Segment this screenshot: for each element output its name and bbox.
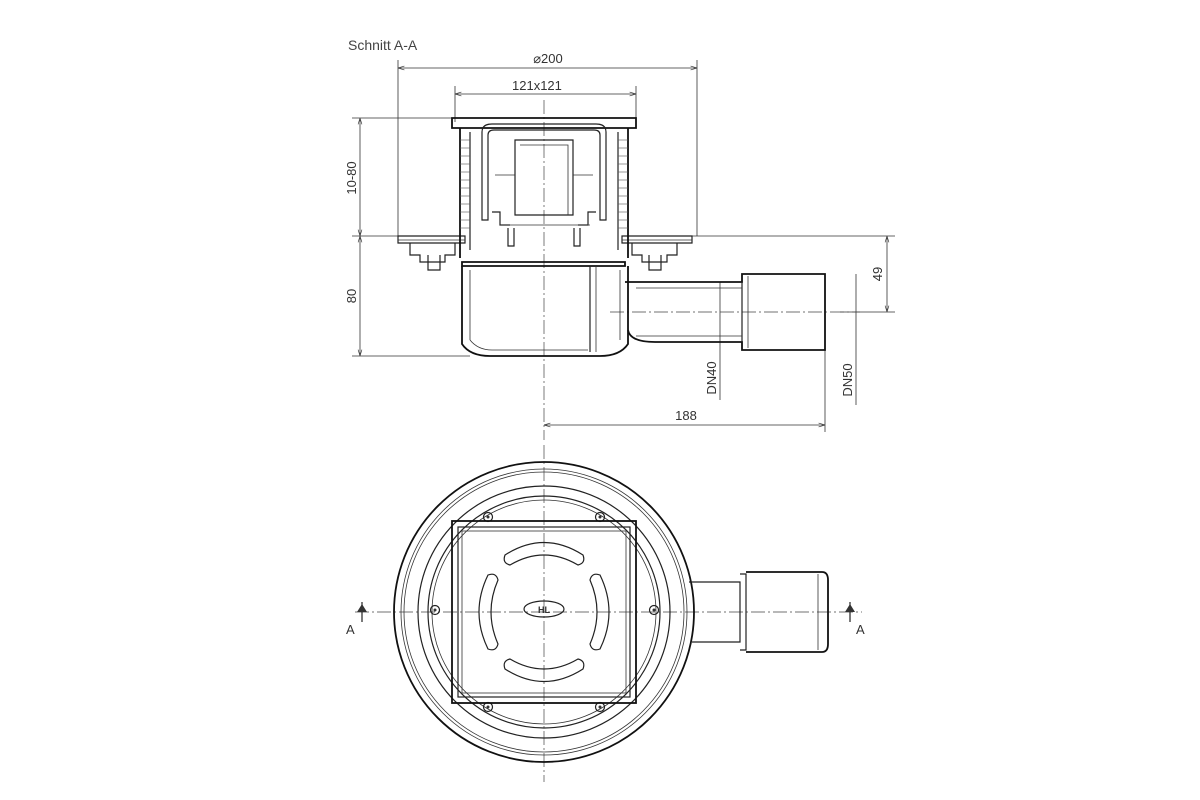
logo-badge <box>523 600 565 618</box>
section-view: Schnitt A-A ⌀200 121x121 10-80 80 <box>344 37 895 440</box>
outer-ring <box>393 461 695 763</box>
grate-size-label: 121x121 <box>512 78 562 93</box>
lower-body <box>461 261 629 357</box>
section-marker-left: A <box>346 602 367 637</box>
flange <box>397 235 693 271</box>
dimension-diameter: ⌀200 <box>397 51 698 236</box>
logo-text: HL <box>538 605 550 615</box>
section-marker-right: A <box>845 602 865 637</box>
grate-slot-bottom <box>503 658 585 683</box>
height-body-label: 80 <box>344 289 359 303</box>
outlet-length-label: 188 <box>675 408 697 423</box>
grate: HL <box>451 520 637 704</box>
plan-view: A A <box>346 445 865 782</box>
outlet-pipe <box>625 273 826 351</box>
outlet-height-label: 49 <box>870 267 885 281</box>
upper-body <box>451 117 637 258</box>
section-marker-left-label: A <box>346 622 355 637</box>
dimension-dn: DN40 DN50 <box>704 274 857 405</box>
height-adjust-label: 10-80 <box>344 161 359 194</box>
dimension-grate: 121x121 <box>454 78 637 122</box>
grate-slot-top <box>503 541 585 566</box>
grate-slot-left <box>478 573 499 651</box>
dn-inner-label: DN40 <box>704 361 719 394</box>
grate-slot-right <box>589 573 610 651</box>
dn-outer-label: DN50 <box>840 363 855 396</box>
dimension-outlet-length: 188 <box>544 345 826 432</box>
diameter-label: ⌀200 <box>533 51 563 66</box>
dimension-heights: 10-80 80 <box>344 117 470 357</box>
section-title: Schnitt A-A <box>348 37 418 53</box>
section-marker-right-label: A <box>856 622 865 637</box>
dimension-outlet-height: 49 <box>690 235 895 313</box>
plan-outlet <box>689 571 829 653</box>
